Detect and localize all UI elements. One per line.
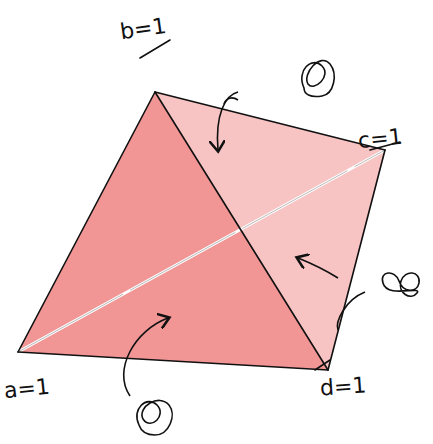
hidden-edge	[18, 150, 385, 352]
vertex-label: c=1	[357, 126, 404, 153]
vertex-label: b=1	[119, 15, 168, 43]
knot-symbols	[137, 61, 419, 435]
hidden-edge-trace	[18, 150, 385, 352]
edges	[18, 40, 400, 370]
vertex-label: d=1	[319, 374, 367, 399]
callout-arrows	[124, 92, 365, 396]
front-face	[18, 92, 328, 370]
vertex-label: a=1	[3, 376, 51, 403]
